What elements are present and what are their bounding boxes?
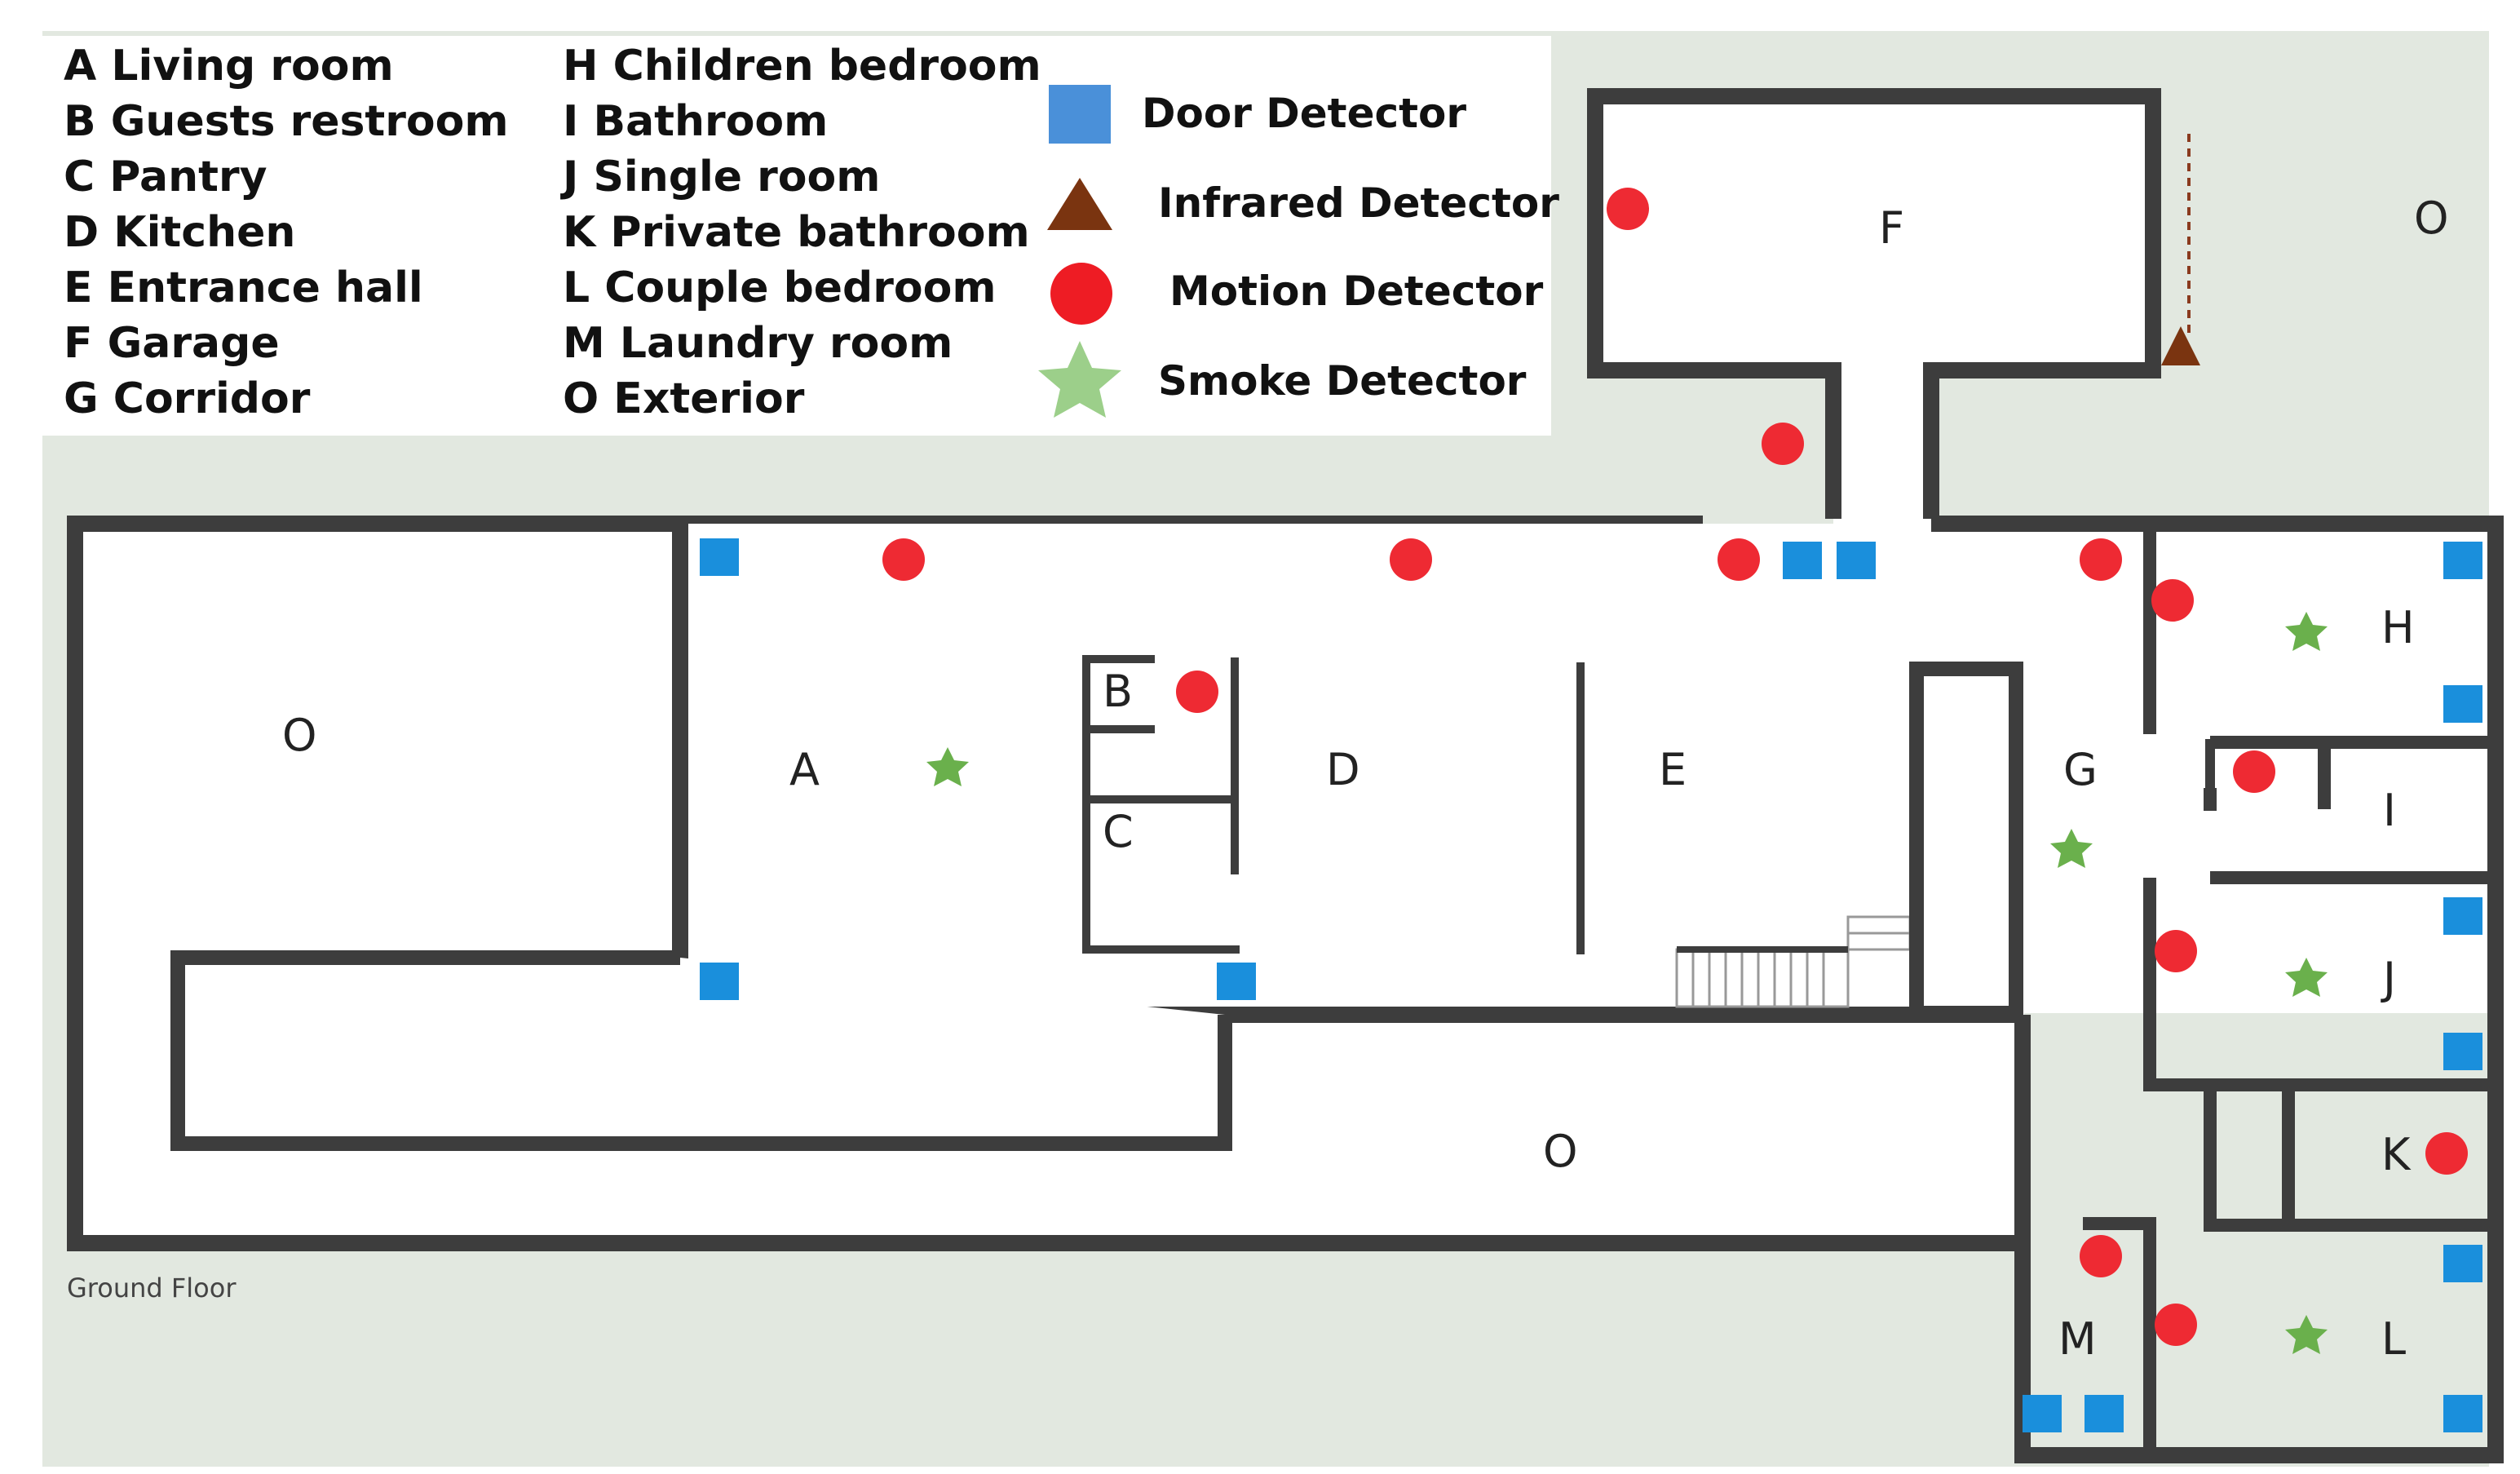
legend-room-L: L Couple bedroom bbox=[563, 263, 997, 312]
door-detector bbox=[700, 538, 739, 576]
room-label-G: G bbox=[2063, 744, 2098, 795]
entrance-column bbox=[1909, 662, 2023, 1020]
motion-detector bbox=[2425, 1132, 2468, 1175]
garage-fill bbox=[1595, 96, 2153, 527]
door-detector bbox=[2443, 1245, 2482, 1282]
legend-detectors: Door Detector Infrared Detector Motion D… bbox=[1038, 85, 1559, 418]
legend-room-O: O Exterior bbox=[563, 374, 805, 423]
motion-detector bbox=[2080, 1235, 2122, 1277]
legend-room-M: M Laundry room bbox=[563, 319, 953, 368]
room-label-K: K bbox=[2381, 1129, 2412, 1180]
motion-detectors bbox=[882, 188, 2468, 1346]
legend-panel bbox=[42, 36, 1551, 436]
floor-caption: Ground Floor bbox=[67, 1273, 237, 1304]
smoke-detector bbox=[2285, 1315, 2328, 1354]
door-detector bbox=[1783, 542, 1822, 579]
door-detector-legend-icon bbox=[1049, 85, 1111, 144]
infrared-detector-legend-icon bbox=[1047, 178, 1112, 230]
room-label-L: L bbox=[2381, 1313, 2406, 1365]
smoke-detector-legend-icon bbox=[1038, 341, 1121, 418]
room-label-O-left: O bbox=[282, 710, 317, 761]
legend-room-J: J Single room bbox=[560, 153, 880, 201]
room-label-M: M bbox=[2058, 1313, 2097, 1365]
motion-detector bbox=[1718, 538, 1760, 581]
smoke-detector bbox=[2285, 958, 2328, 997]
door-detector bbox=[2443, 897, 2482, 935]
room-label-J: J bbox=[2381, 953, 2396, 1004]
door-detector bbox=[2443, 1395, 2482, 1432]
legend-room-A: A Living room bbox=[64, 42, 394, 91]
legend-room-I: I Bathroom bbox=[563, 97, 828, 146]
motion-detector-legend-icon bbox=[1050, 263, 1112, 325]
motion-detector bbox=[1762, 423, 1804, 465]
legend-room-F: F Garage bbox=[64, 319, 280, 368]
smoke-detector bbox=[926, 747, 969, 786]
motion-detector bbox=[1607, 188, 1649, 230]
door-detector bbox=[2443, 1033, 2482, 1070]
infrared-detector-legend-label: Infrared Detector bbox=[1158, 179, 1559, 227]
smoke-detector-legend-label: Smoke Detector bbox=[1158, 357, 1527, 405]
door-detector bbox=[1837, 542, 1876, 579]
motion-detector bbox=[2151, 579, 2194, 622]
room-label-H: H bbox=[2381, 602, 2415, 653]
smoke-detector bbox=[2285, 612, 2328, 651]
door-detectors bbox=[700, 538, 2482, 1432]
motion-detector bbox=[882, 538, 925, 581]
room-labels: A B C D E F G H I J K L M O O O bbox=[282, 193, 2449, 1365]
room-label-I: I bbox=[2383, 785, 2396, 836]
room-label-C: C bbox=[1103, 806, 1134, 857]
door-detector-legend-label: Door Detector bbox=[1142, 90, 1466, 137]
legend-rooms: A Living room B Guests restroom C Pantry D … bbox=[64, 42, 1041, 423]
room-label-F: F bbox=[1879, 202, 1904, 254]
smoke-detector bbox=[2050, 829, 2093, 868]
room-label-B: B bbox=[1103, 666, 1133, 717]
legend-room-D: D Kitchen bbox=[64, 208, 295, 257]
inner-exterior-block bbox=[170, 950, 1232, 1151]
room-label-O-top: O bbox=[2414, 193, 2449, 244]
smoke-detectors bbox=[926, 612, 2328, 1354]
motion-detector bbox=[1176, 671, 1218, 713]
legend-room-G: G Corridor bbox=[64, 374, 311, 423]
room-label-O-bottom: O bbox=[1543, 1126, 1578, 1177]
restroom-pantry-walls bbox=[1082, 655, 1240, 954]
door-detector bbox=[2085, 1395, 2124, 1432]
garage-wall bbox=[1587, 88, 2161, 519]
infrared-detector bbox=[2161, 326, 2200, 365]
door-detector bbox=[1217, 963, 1256, 1000]
door-detector bbox=[2443, 542, 2482, 579]
door-detector bbox=[2443, 685, 2482, 723]
legend-room-E: E Entrance hall bbox=[64, 263, 423, 312]
room-label-D: D bbox=[1326, 744, 1360, 795]
legend-room-H: H Children bedroom bbox=[563, 42, 1041, 91]
motion-detector bbox=[2155, 930, 2197, 972]
door-detector bbox=[700, 963, 739, 1000]
motion-detector bbox=[2080, 538, 2122, 581]
motion-detector bbox=[2233, 750, 2275, 793]
motion-detector bbox=[2155, 1304, 2197, 1346]
legend-room-C: C Pantry bbox=[64, 153, 267, 201]
room-label-A: A bbox=[789, 744, 820, 795]
legend-room-B: B Guests restroom bbox=[64, 97, 509, 146]
legend-room-K: K Private bathroom bbox=[563, 208, 1030, 257]
room-label-E: E bbox=[1659, 744, 1687, 795]
motion-detector bbox=[1390, 538, 1432, 581]
house-fill bbox=[680, 524, 2497, 1013]
motion-detector-legend-label: Motion Detector bbox=[1169, 268, 1544, 315]
door-detector bbox=[2023, 1395, 2062, 1432]
